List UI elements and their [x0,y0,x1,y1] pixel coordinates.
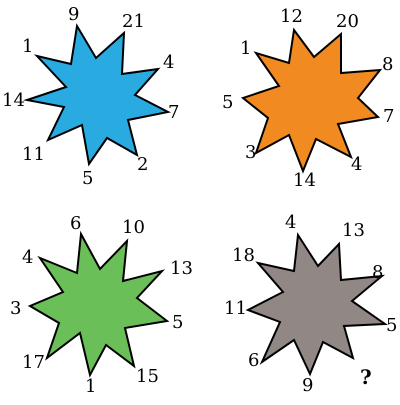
star-gray-number-3: 8 [372,262,383,283]
star-green-number-6: 1 [85,376,96,397]
star-blue-number-1: 9 [68,4,79,25]
star-gray-number-2: 13 [342,220,365,241]
star-green-number-5: 15 [136,366,159,387]
star-gray-shape [245,232,388,377]
star-green-group: 6 10 13 5 15 1 17 3 4 [10,213,193,397]
star-orange-number-1: 12 [280,6,303,27]
star-blue-shape [23,23,171,167]
star-gray-group: 4 13 8 5 ? 9 6 11 18 [224,212,397,396]
star-orange-group: 12 20 8 7 4 14 3 5 1 [222,6,394,191]
star-blue-group: 9 21 4 7 2 5 11 14 1 [2,4,179,189]
star-green-shape [27,230,170,378]
star-green-number-9: 4 [22,247,33,268]
star-green-number-4: 5 [172,312,183,333]
star-blue-number-3: 4 [163,52,174,73]
star-orange-number-3: 8 [382,54,393,75]
star-gray-number-9: 18 [232,245,255,266]
star-orange-shape [240,27,383,174]
star-blue-number-7: 11 [22,144,45,165]
star-blue-number-5: 2 [137,154,148,175]
star-orange-number-7: 3 [245,142,256,163]
star-gray-number-6: 9 [302,375,313,396]
star-orange-number-6: 14 [293,170,316,191]
missing-number-question-mark: ? [360,365,372,389]
star-green-number-8: 3 [10,298,21,319]
star-blue-number-8: 14 [2,90,25,111]
star-orange-number-5: 4 [351,154,362,175]
star-orange-number-2: 20 [336,11,359,32]
star-blue-number-9: 1 [22,36,33,57]
star-orange-number-4: 7 [383,106,394,127]
star-gray-number-7: 6 [248,350,259,371]
star-green-number-1: 6 [70,213,81,234]
star-gray-number-8: 11 [224,298,247,319]
star-green-number-7: 17 [22,352,45,373]
star-green-number-2: 10 [122,217,145,238]
star-green-number-3: 13 [170,258,193,279]
star-blue-number-2: 21 [122,11,145,32]
star-orange-number-8: 5 [222,92,233,113]
star-blue-number-6: 5 [82,168,93,189]
star-gray-number-4: 5 [386,315,397,336]
star-orange-number-9: 1 [240,38,251,59]
star-blue-number-4: 7 [168,102,179,123]
star-gray-number-1: 4 [285,212,296,233]
